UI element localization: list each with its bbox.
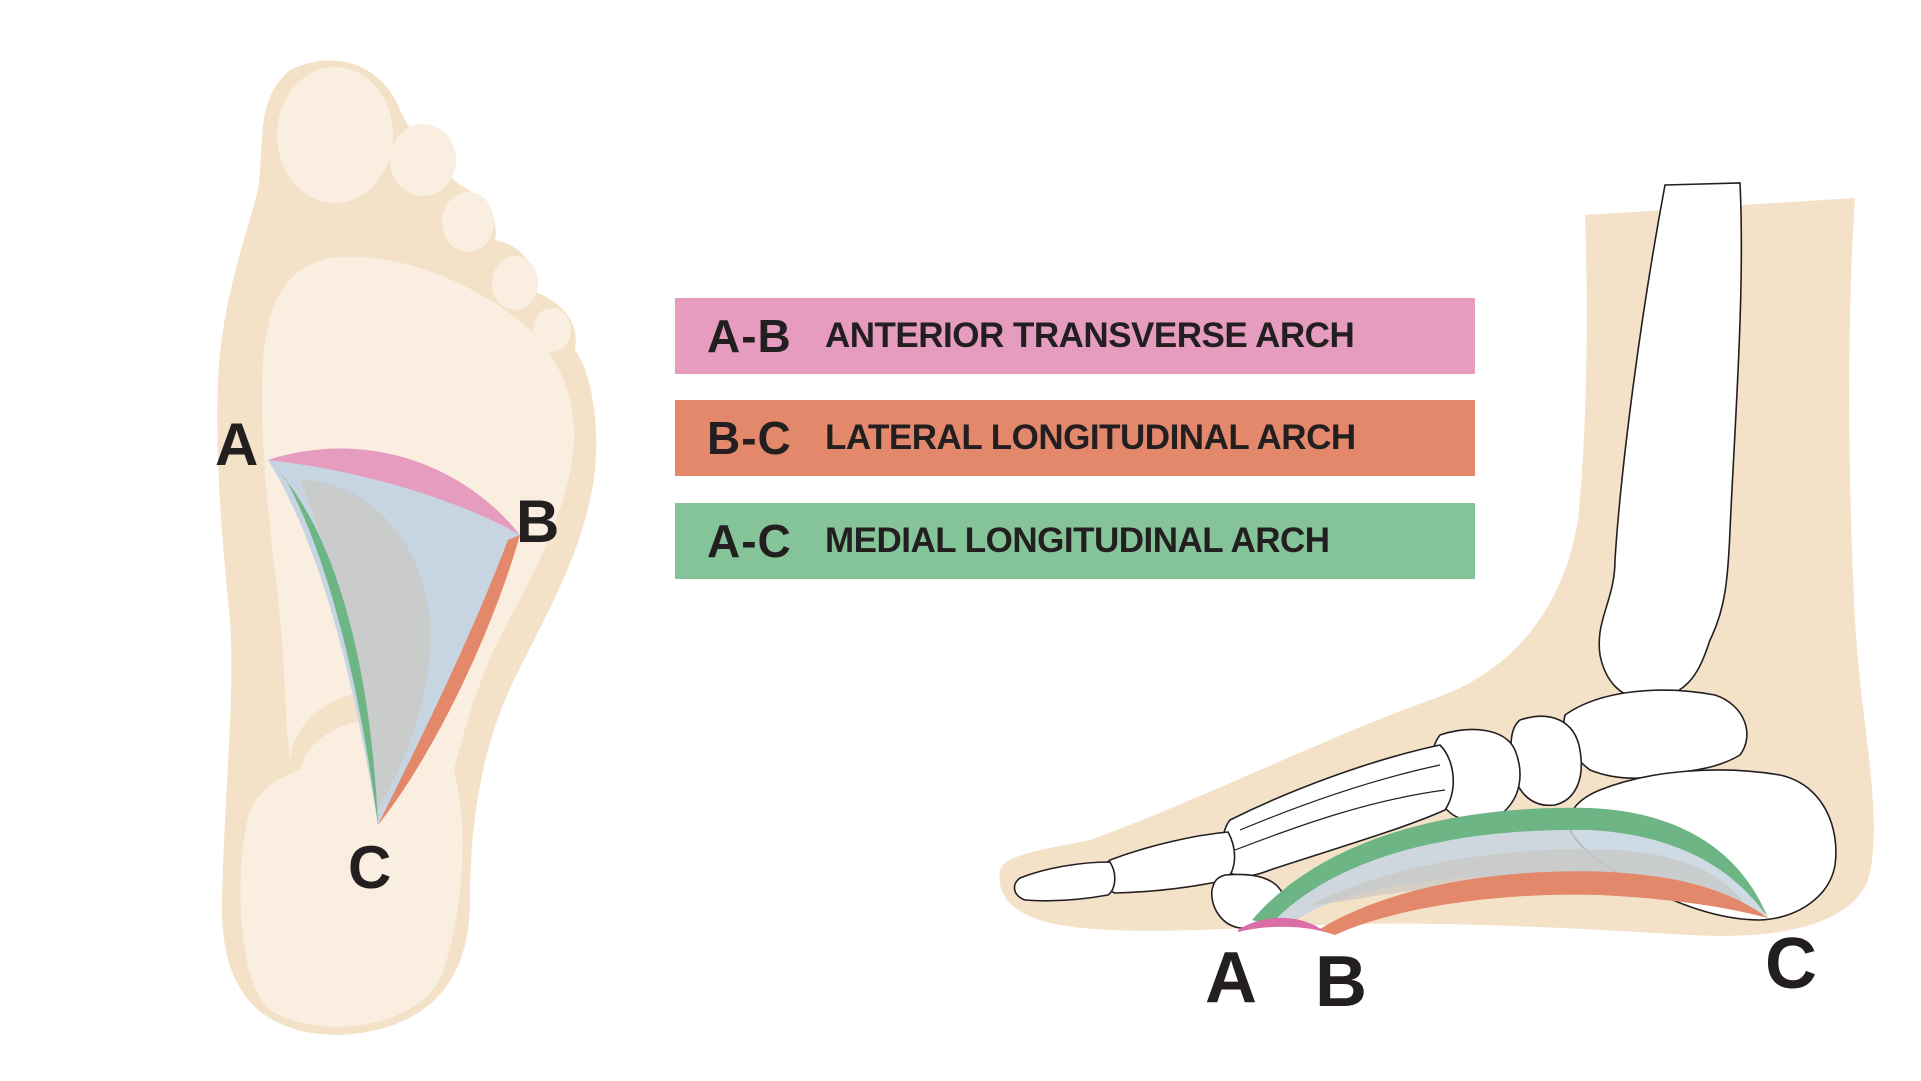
fifth-toe: [533, 308, 571, 352]
side-arch-bc: [1318, 871, 1768, 935]
sole-label-c: C: [348, 834, 391, 901]
navicular-bone: [1510, 715, 1582, 807]
legend-code-ab: A-B: [707, 310, 792, 362]
side-label-b: B: [1315, 942, 1367, 1022]
legend-name-ab: ANTERIOR TRANSVERSE ARCH: [825, 316, 1355, 355]
heel-pad: [240, 718, 463, 1027]
legend-row-ab: A-B ANTERIOR TRANSVERSE ARCH: [675, 298, 1475, 374]
legend-row-ac: A-C MEDIAL LONGITUDINAL ARCH: [675, 503, 1475, 579]
sole-view: A B C: [215, 60, 597, 1036]
legend-code-ac: A-C: [707, 515, 792, 567]
big-toe: [277, 67, 393, 203]
sole-arch-bc: [378, 535, 520, 825]
second-toe: [390, 124, 456, 196]
legend-row-bc: B-C LATERAL LONGITUDINAL ARCH: [675, 400, 1475, 476]
side-label-a: A: [1205, 938, 1257, 1018]
legend-name-ac: MEDIAL LONGITUDINAL ARCH: [825, 521, 1330, 560]
sole-label-a: A: [215, 411, 258, 478]
metatarsal-lines: [1234, 764, 1446, 851]
side-arch-ab: [1238, 917, 1325, 932]
legend-name-bc: LATERAL LONGITUDINAL ARCH: [825, 418, 1356, 457]
side-arch-ac: [1252, 807, 1768, 925]
fourth-toe: [492, 256, 538, 310]
legend-code-bc: B-C: [707, 412, 792, 464]
third-toe: [442, 192, 494, 252]
side-label-c: C: [1765, 924, 1817, 1004]
sole-label-b: B: [516, 488, 559, 555]
sole-arch-shadow: [300, 480, 431, 810]
phalanx-distal: [1013, 861, 1116, 902]
side-view: A B C: [999, 182, 1874, 1022]
talus-bone: [1563, 689, 1748, 780]
sole-arch-ab: [268, 448, 520, 535]
